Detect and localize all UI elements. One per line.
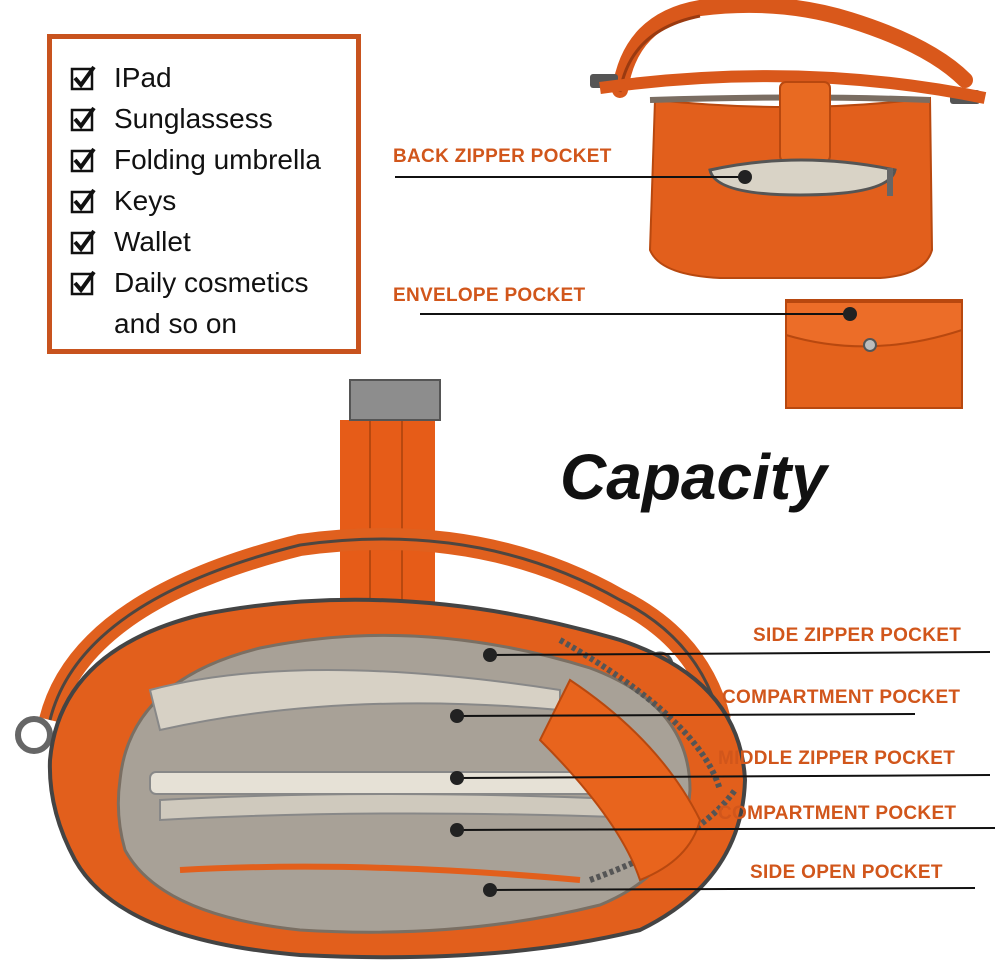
strap-buckle bbox=[349, 379, 441, 421]
envelope-pocket bbox=[785, 299, 963, 409]
callout-lines bbox=[395, 170, 996, 897]
bag-inside-view bbox=[15, 379, 748, 960]
label-side-zipper-pocket: SIDE ZIPPER POCKET bbox=[753, 625, 962, 646]
checklist-label: Sunglassess bbox=[114, 103, 273, 134]
strap-ring bbox=[15, 716, 53, 754]
label-side-open-pocket: SIDE OPEN POCKET bbox=[750, 862, 943, 883]
checklist-item: Folding umbrella bbox=[70, 143, 321, 177]
checklist-label: Daily cosmetics and so on bbox=[114, 267, 309, 339]
checklist-item: Keys bbox=[70, 184, 176, 218]
capacity-title: Capacity bbox=[560, 441, 827, 513]
label-compartment-pocket: COMPARTMENT POCKET bbox=[722, 687, 961, 708]
snap-button bbox=[863, 338, 877, 352]
checkbox-checked-icon bbox=[70, 65, 96, 91]
checklist-label: Wallet bbox=[114, 226, 191, 257]
label-compartment-pocket-2: COMPARTMENT POCKET bbox=[718, 803, 957, 824]
checkbox-checked-icon bbox=[70, 106, 96, 132]
bag-back-view bbox=[590, 0, 987, 279]
label-middle-zipper-pocket: MIDDLE ZIPPER POCKET bbox=[718, 748, 956, 769]
checklist-label: Keys bbox=[114, 185, 177, 216]
checklist-item: Sunglassess bbox=[70, 102, 273, 136]
checklist-label: IPad bbox=[114, 62, 172, 93]
checklist-item: Wallet bbox=[70, 225, 191, 259]
label-envelope-pocket: ENVELOPE POCKET bbox=[393, 285, 586, 306]
checklist-box: IPad Sunglassess Folding umbrella Keys W… bbox=[47, 34, 361, 354]
checklist-item: Daily cosmetics and so on bbox=[70, 266, 320, 344]
checkbox-checked-icon bbox=[70, 147, 96, 173]
checklist-label: Folding umbrella bbox=[114, 144, 321, 175]
label-back-zipper-pocket: BACK ZIPPER POCKET bbox=[393, 146, 612, 167]
checkbox-checked-icon bbox=[70, 188, 96, 214]
back-zipper-opening bbox=[708, 158, 897, 197]
middle-zipper bbox=[149, 771, 621, 795]
front-strap bbox=[779, 81, 831, 163]
checklist-item: IPad bbox=[70, 61, 172, 95]
checkbox-checked-icon bbox=[70, 270, 96, 296]
checkbox-checked-icon bbox=[70, 229, 96, 255]
